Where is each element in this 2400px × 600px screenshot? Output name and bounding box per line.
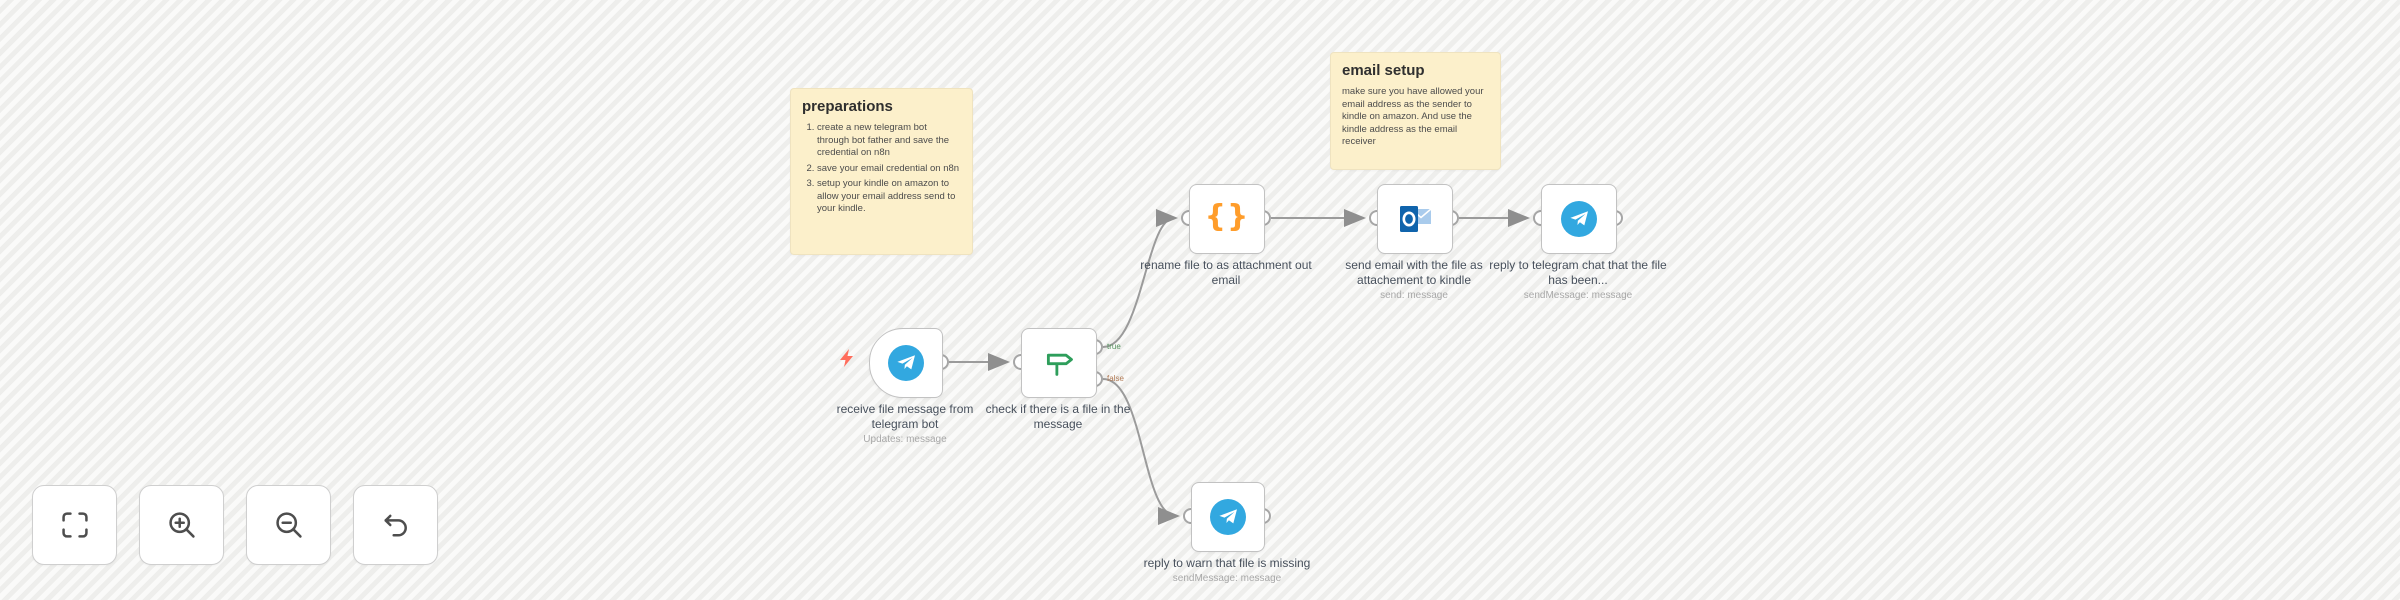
fit-view-icon [61,512,88,538]
node-subtitle: sendMessage: message [1523,290,1633,301]
node-reply-sent[interactable] [1541,184,1617,254]
sticky-note-body: make sure you have allowed your email ad… [1342,86,1484,147]
node-label-reply-missing: reply to warn that file is missing sendM… [1137,556,1317,585]
node-reply-missing[interactable] [1191,482,1265,552]
node-if-check[interactable] [1021,328,1097,398]
node-telegram-trigger[interactable] [869,328,943,398]
if-signpost-icon [1046,353,1073,376]
code-braces-icon: {} [1204,199,1250,234]
connection-if-false-to-missing[interactable] [1102,378,1180,525]
output-label-true: true [1107,342,1121,351]
zoom-in-button[interactable] [139,485,224,565]
node-title: reply to telegram chat that the file has… [1489,258,1667,287]
sticky-note-title: preparations [802,98,893,115]
node-rename-file[interactable]: {} [1189,184,1265,254]
sticky-note-item: save your email credential on n8n [817,163,961,176]
fit-view-button[interactable] [32,485,117,565]
sticky-note-preparations[interactable]: preparations create a new telegram bot t… [790,88,973,255]
sticky-note-item: create a new telegram bot through bot fa… [817,122,961,160]
sticky-note-title: email setup [1342,62,1425,79]
undo-arrow-icon [383,514,407,537]
node-title: rename file to as attachment out email [1140,258,1312,287]
node-label-send-email: send email with the file as attachement … [1324,258,1504,302]
sticky-note-item: setup your kindle on amazon to allow you… [817,178,961,216]
outlook-icon [1400,206,1432,232]
output-label-false: false [1107,374,1124,383]
controls-toolbar [32,485,438,565]
sticky-note-email-setup[interactable]: email setup make sure you have allowed y… [1330,52,1501,170]
zoom-in-icon [168,512,195,538]
reset-zoom-button[interactable] [353,485,438,565]
node-label-rename-file: rename file to as attachment out email [1136,258,1316,288]
telegram-icon [888,345,924,381]
telegram-icon [1210,499,1246,535]
node-label-if-check: check if there is a file in the message [968,402,1148,432]
node-label-reply-sent: reply to telegram chat that the file has… [1488,258,1668,302]
zoom-out-button[interactable] [246,485,331,565]
node-subtitle: send: message [1380,290,1448,301]
node-title: check if there is a file in the message [985,402,1131,431]
node-label-telegram-trigger: receive file message from telegram bot U… [815,402,995,446]
node-title: receive file message from telegram bot [836,402,974,431]
lightning-bolt-icon [840,349,853,367]
zoom-out-icon [275,512,302,538]
node-subtitle: Updates: message [863,434,947,445]
telegram-icon [1561,201,1597,237]
node-title: send email with the file as attachement … [1345,258,1483,287]
node-title: reply to warn that file is missing [1143,556,1311,570]
node-send-email[interactable] [1377,184,1453,254]
node-subtitle: sendMessage: message [1172,573,1282,584]
sticky-note-list: create a new telegram bot through bot fa… [802,122,961,216]
